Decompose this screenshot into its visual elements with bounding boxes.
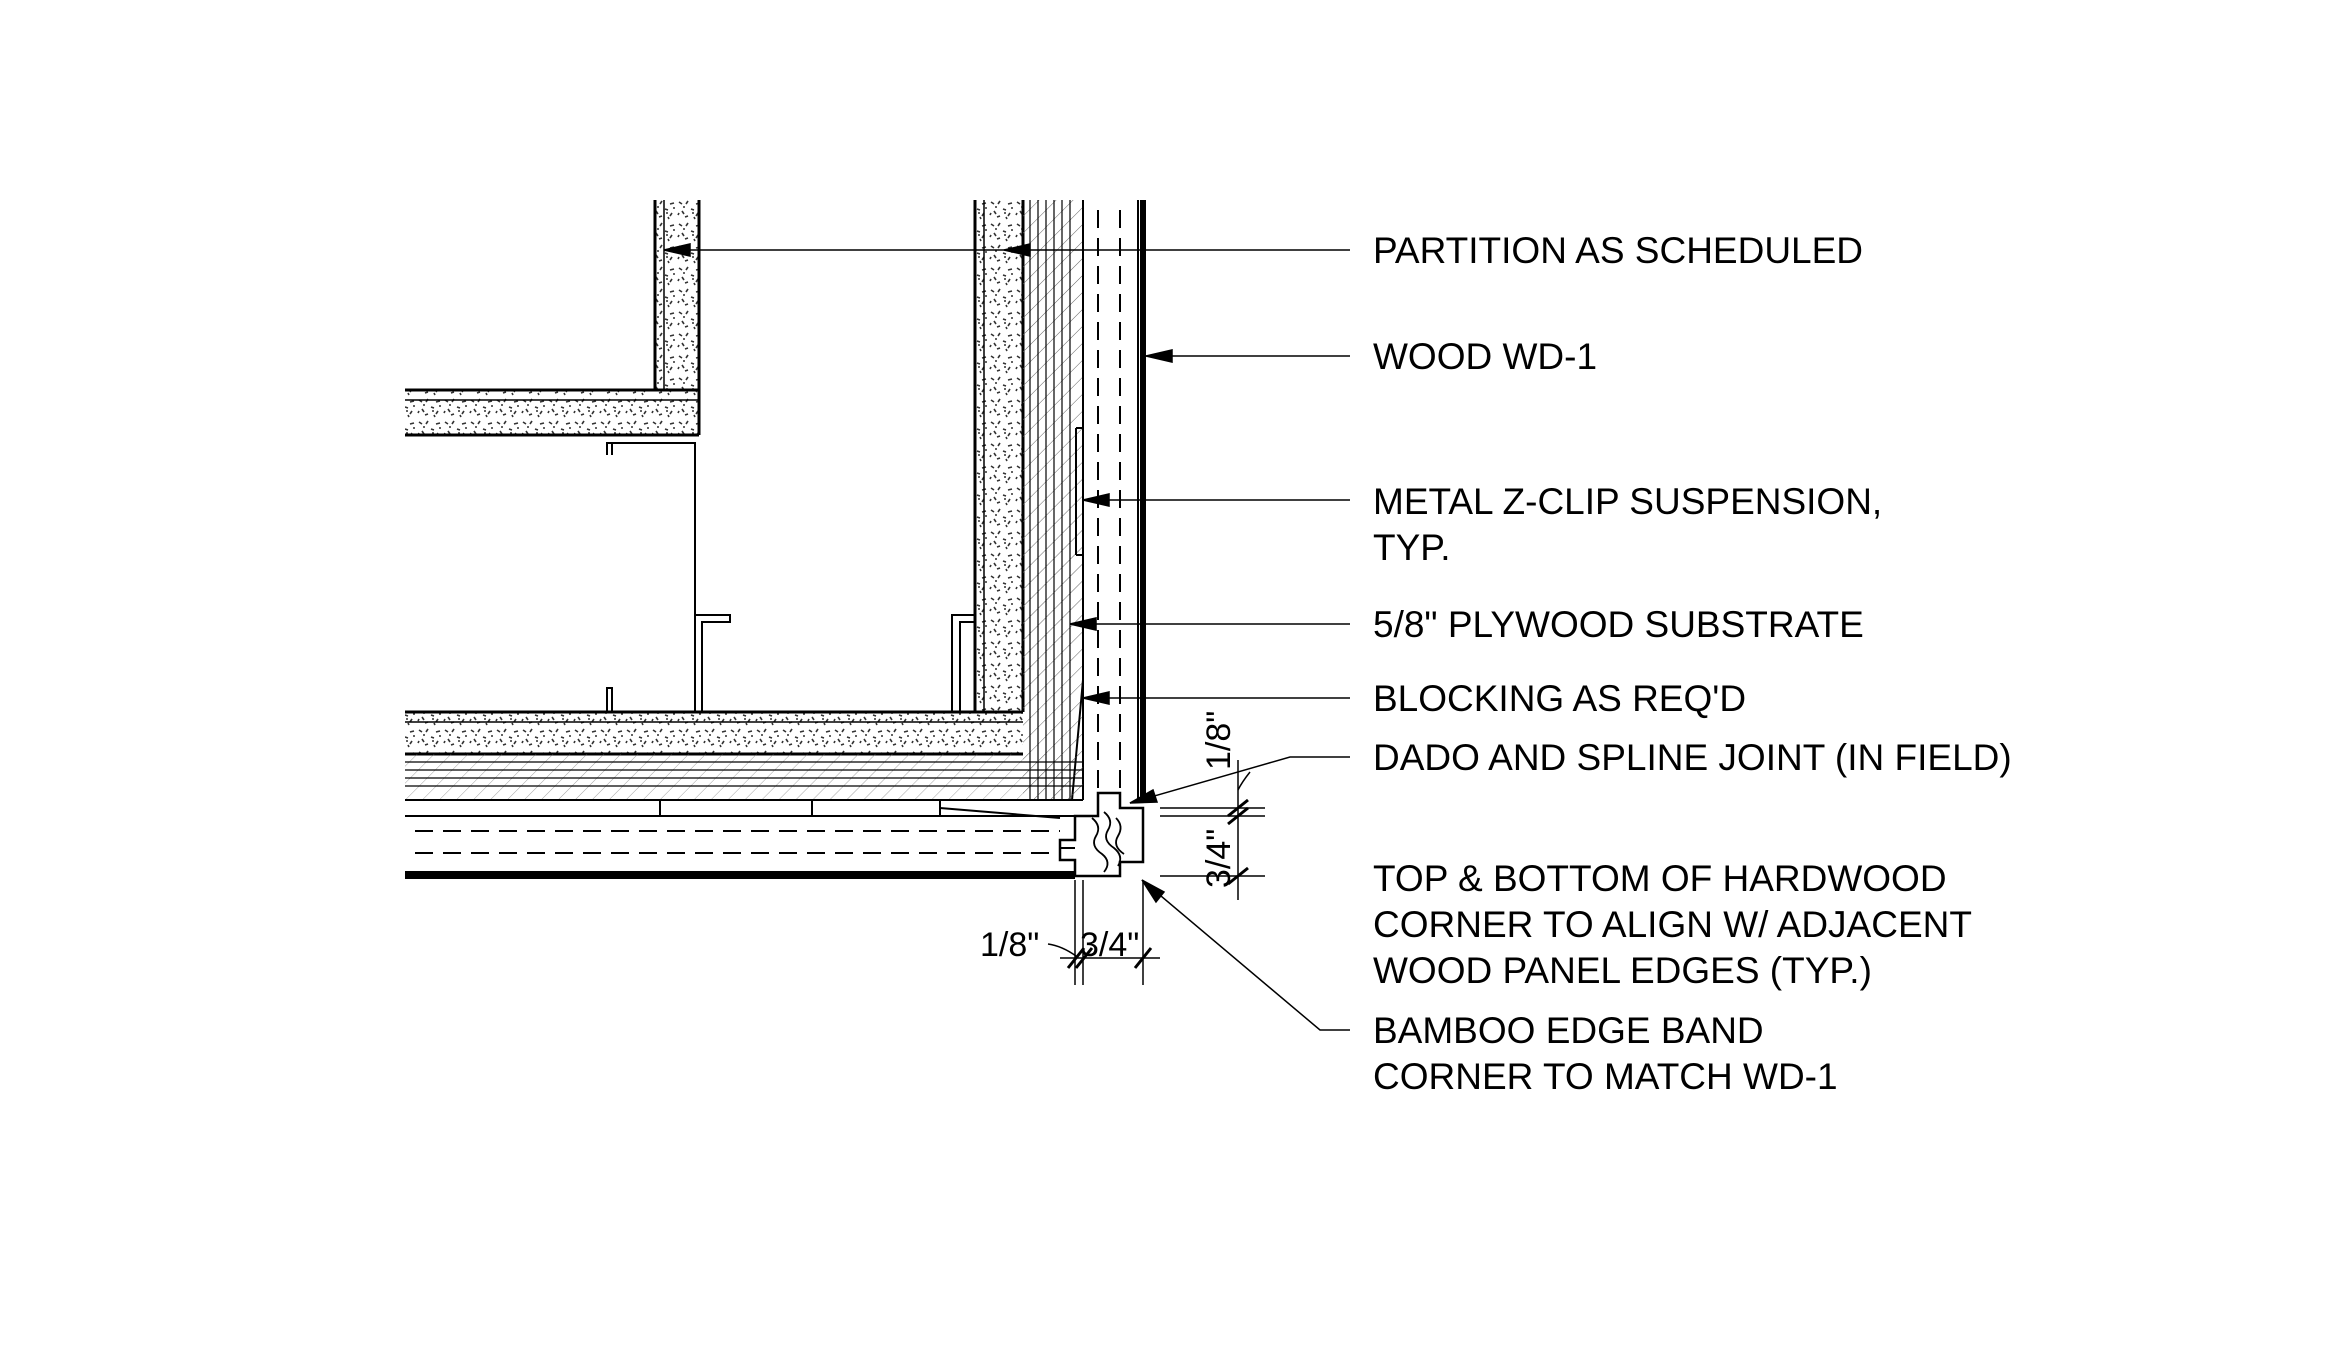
vertical-plywood-blocking — [1023, 200, 1084, 800]
label-top-bottom-line3: WOOD PANEL EDGES (TYP.) — [1373, 950, 1872, 991]
dim-horizontal-right: 3/4" — [1080, 926, 1139, 964]
arrowhead-dado — [1129, 788, 1159, 804]
arrowhead-wood — [1145, 349, 1173, 363]
label-dado: DADO AND SPLINE JOINT (IN FIELD) — [1373, 737, 2012, 778]
bamboo-corner-edge-band — [1058, 791, 1145, 878]
horizontal-wood-panel — [405, 815, 1075, 879]
arrowhead-zclip — [1082, 493, 1110, 507]
horizontal-dimension — [1047, 880, 1160, 985]
label-top-bottom-line1: TOP & BOTTOM OF HARDWOOD — [1373, 858, 1947, 899]
lower-horizontal-partition — [405, 710, 1023, 756]
right-partition — [973, 200, 1025, 712]
left-partition — [653, 200, 701, 390]
dim-vertical-bottom: 3/4" — [1200, 829, 1238, 888]
upper-horizontal-partition — [405, 388, 701, 437]
label-plywood: 5/8" PLYWOOD SUBSTRATE — [1373, 604, 1864, 645]
label-wood: WOOD WD-1 — [1373, 336, 1598, 377]
horizontal-plywood-blocking — [405, 754, 1083, 819]
arrowhead-plywood — [1069, 617, 1097, 631]
dim-vertical-top: 1/8" — [1200, 711, 1238, 770]
metal-stud — [606, 442, 976, 712]
arrowhead-partition-left — [663, 243, 691, 257]
label-bamboo-line1: BAMBOO EDGE BAND — [1373, 1010, 1764, 1051]
label-blocking: BLOCKING AS REQ'D — [1373, 678, 1747, 719]
leader-dado — [1129, 756, 1350, 804]
arrowhead-bamboo — [1141, 879, 1166, 904]
dim-horizontal-left: 1/8" — [980, 926, 1039, 964]
arrowhead-blocking — [1082, 691, 1110, 705]
leader-bamboo — [1141, 879, 1350, 1031]
vertical-dimension — [1160, 760, 1265, 900]
label-zclip-line1: METAL Z-CLIP SUSPENSION, — [1373, 481, 1883, 522]
label-bamboo-line2: CORNER TO MATCH WD-1 — [1373, 1056, 1838, 1097]
arrowhead-partition-right — [1003, 243, 1031, 257]
label-top-bottom-line2: CORNER TO ALIGN W/ ADJACENT — [1373, 904, 1972, 945]
label-partition: PARTITION AS SCHEDULED — [1373, 230, 1864, 271]
label-zclip-line2: TYP. — [1373, 527, 1451, 568]
leader-lines — [663, 243, 1350, 1031]
